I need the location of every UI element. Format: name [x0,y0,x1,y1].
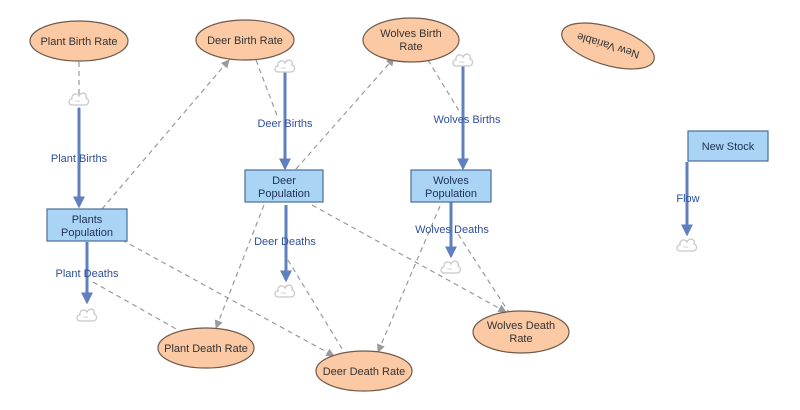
link-deer-to-wolves-death-rate [311,204,507,313]
plant-deaths-sink-cloud-icon [76,308,98,322]
variable-plant-birth-rate[interactable]: Plant Birth Rate [29,20,129,62]
deer-births-label[interactable]: Deer Births [257,118,313,130]
stock-plants-population[interactable]: Plants Population [46,208,128,242]
clouds [68,53,698,322]
wolves-births-source-cloud-icon [452,53,474,67]
flow-labels: Plant Births Deer Births Wolves Births P… [51,114,700,280]
link-wolves-birth-rate-to-wolves-births [427,59,462,115]
link-wolves-death-rate-to-wolves-deaths [457,233,511,315]
plants-population-label-line1: Plants [72,214,103,226]
link-deer-birth-rate-to-deer-births [255,59,279,119]
link-plants-to-plant-deaths [92,281,179,331]
link-deer-to-wolves-birth-rate [295,57,395,170]
plant-births-source-cloud-icon [68,92,90,106]
stock-deer-population[interactable]: Deer Population [244,169,324,203]
influence-links [78,57,511,357]
plant-death-rate-label: Plant Death Rate [164,343,248,355]
deer-births-source-cloud-icon [274,59,296,73]
wolves-death-rate-label-line2: Rate [509,333,532,345]
wolves-deaths-label[interactable]: Wolves Deaths [415,224,489,236]
variable-wolves-birth-rate[interactable]: Wolves Birth Rate [362,17,460,63]
wolves-population-label-line1: Wolves [433,175,469,187]
plant-births-label[interactable]: Plant Births [51,153,108,165]
variable-deer-death-rate[interactable]: Deer Death Rate [315,350,413,392]
wolves-death-rate-label-line1: Wolves Death [487,320,555,332]
link-plants-to-deer-birth-rate [101,59,230,210]
deer-birth-rate-label: Deer Birth Rate [207,35,283,47]
variable-wolves-death-rate[interactable]: Wolves Death Rate [472,310,570,354]
variable-deer-birth-rate[interactable]: Deer Birth Rate [195,19,295,61]
wolves-births-label[interactable]: Wolves Births [433,114,501,126]
flow-label[interactable]: Flow [676,193,699,205]
new-stock-label: New Stock [702,141,755,153]
flow-sink-cloud-icon [676,238,698,252]
wolves-deaths-sink-cloud-icon [440,260,462,274]
plant-deaths-label[interactable]: Plant Deaths [56,268,119,280]
link-deer-to-deer-deaths [287,259,345,353]
link-deer-to-plant-death-rate [214,204,265,329]
variable-plant-death-rate[interactable]: Plant Death Rate [157,327,255,369]
variable-new-variable[interactable]: New Variable [557,14,660,78]
stock-new-stock[interactable]: New Stock [687,130,769,162]
deer-deaths-sink-cloud-icon [274,284,296,298]
deer-population-label-line2: Population [258,188,310,200]
stock-wolves-population[interactable]: Wolves Population [410,169,492,203]
deer-population-label-line1: Deer [272,175,296,187]
plant-birth-rate-label: Plant Birth Rate [40,36,117,48]
plants-population-label-line2: Population [61,227,113,239]
wolves-birth-rate-label-line2: Rate [399,41,422,53]
deer-death-rate-label: Deer Death Rate [323,366,406,378]
wolves-birth-rate-label-line1: Wolves Birth [380,28,442,40]
deer-deaths-label[interactable]: Deer Deaths [254,236,316,248]
flow-pipes [73,66,693,305]
wolves-population-label-line2: Population [425,188,477,200]
